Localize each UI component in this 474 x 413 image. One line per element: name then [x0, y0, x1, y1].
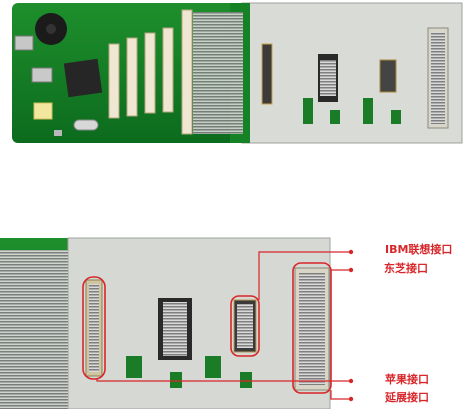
callout-label-ibm: IBM联想接口 — [385, 243, 453, 256]
callout-label-toshiba: 东芝接口 — [384, 262, 428, 275]
callout-label-apple: 苹果接口 — [385, 373, 429, 386]
callout-label-extension: 延展接口 — [385, 391, 429, 404]
